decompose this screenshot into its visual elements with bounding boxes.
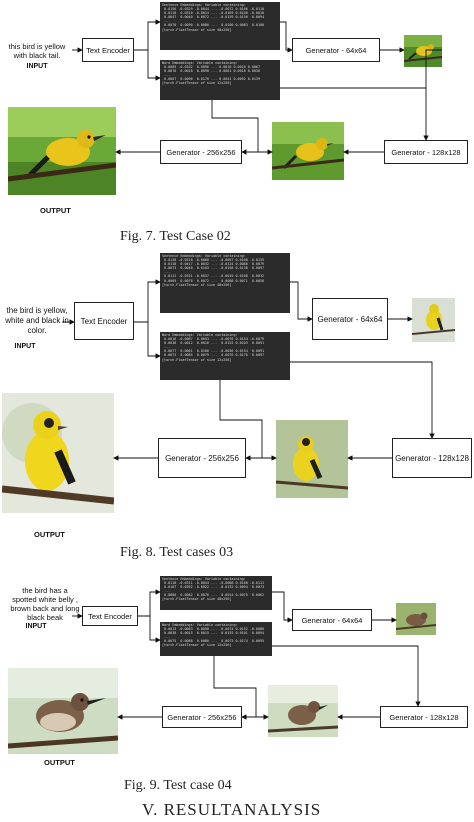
generator-128-box: Generator - 128x128	[392, 438, 472, 478]
output-label: OUTPUT	[44, 758, 75, 767]
input-label: INPUT	[14, 343, 36, 350]
word-embeddings-terminal: Word Embeddings: Variable containing: 0.…	[160, 332, 290, 380]
generated-image-64	[404, 35, 442, 67]
generator-256-box: Generator - 256x256	[160, 140, 242, 164]
figure-caption: Fig. 8. Test cases 03	[120, 545, 234, 560]
input-label: INPUT	[26, 63, 48, 70]
input-text: the bird is yellow, white and black in c…	[5, 306, 69, 335]
output-label: OUTPUT	[40, 206, 71, 215]
sentence-embeddings-terminal: Sentence Embeddings: Variable containing…	[160, 2, 280, 50]
figure-caption: Fig. 7. Test Case 02	[120, 229, 231, 244]
generated-image-128	[268, 685, 338, 737]
input-label: INPUT	[25, 623, 47, 630]
figure-caption: Fig. 9. Test case 04	[124, 778, 232, 793]
output-label: OUTPUT	[34, 530, 65, 539]
sentence-embeddings-terminal: Sentence Embeddings: Variable containing…	[160, 253, 290, 313]
word-embeddings-terminal: Word Embeddings: Variable containing: 0.…	[160, 622, 272, 656]
section-heading: V. RESULTANALYSIS	[142, 800, 322, 819]
generated-image-64	[412, 298, 455, 342]
output-image-256	[8, 668, 118, 754]
generator-64-box: Generator - 64x64	[292, 38, 380, 62]
output-image-256	[8, 107, 116, 195]
input-text: the bird has a spotted white belly , bro…	[10, 586, 80, 622]
output-image-256	[2, 393, 114, 513]
generated-image-128	[272, 122, 344, 180]
word-embeddings-terminal: Word Embeddings: Variable containing: 0.…	[160, 60, 280, 100]
input-text: this bird is yellow with black tail.	[8, 42, 66, 60]
generator-128-box: Generator - 128x128	[380, 706, 468, 728]
generated-image-128	[276, 420, 348, 498]
generated-image-64	[396, 603, 436, 635]
sentence-embeddings-terminal: Sentence Embeddings: Variable containing…	[160, 576, 272, 610]
